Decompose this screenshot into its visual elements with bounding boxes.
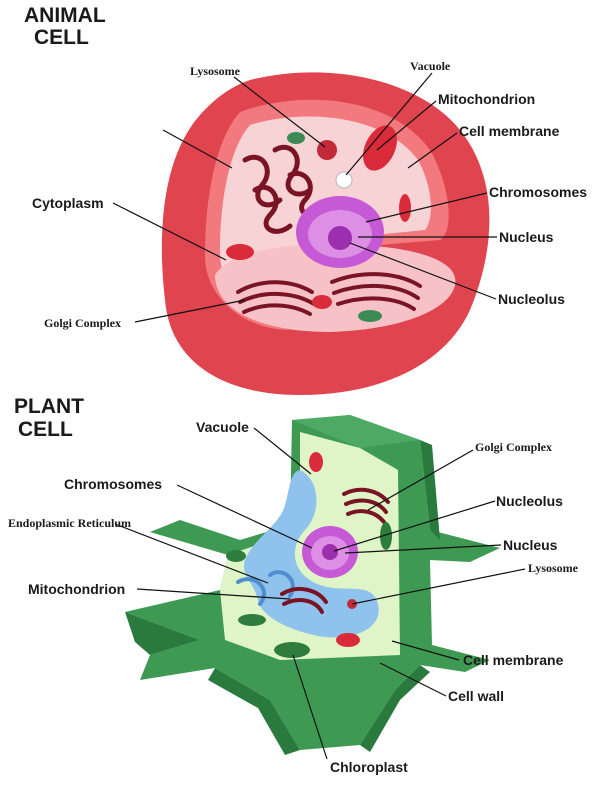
plant-red-organelle-1 [336,633,360,647]
animal-label-golgi-complex: Golgi Complex [44,316,121,330]
animal-cell-illustration [161,72,490,395]
plant-chloroplast-1 [274,642,310,658]
animal-label-mitochondrion: Mitochondrion [438,91,535,107]
plant-label-nucleus: Nucleus [503,537,558,553]
plant-label-chromosomes: Chromosomes [64,476,162,492]
plant-chloroplast-4 [226,550,246,562]
plant-chloroplast-2 [238,614,266,626]
animal-label-nucleolus: Nucleolus [498,291,565,307]
plant-nucleolus [322,544,338,560]
plant-cell-section: PLANT CELL [8,395,579,775]
animal-mitochondrion-2 [399,194,411,222]
plant-golgi-complex [342,487,390,524]
animal-green-organelle-2 [358,310,382,322]
plant-label-endoplasmic-reticulum: Endoplasmic Reticulum [8,516,131,530]
animal-cell-floor [215,243,456,332]
plant-label-golgi-complex: Golgi Complex [475,440,552,454]
plant-vacuole [243,470,379,638]
animal-label-cell-membrane: Cell membrane [459,123,560,139]
animal-label-cytoplasm: Cytoplasm [32,195,104,211]
plant-title-line1: PLANT [14,395,84,418]
animal-label-nucleus: Nucleus [499,229,554,245]
plant-chloroplast-3 [380,522,392,550]
animal-green-organelle-1 [287,132,305,144]
plant-label-vacuole: Vacuole [196,419,249,435]
plant-cell-wall-edges [125,440,440,755]
plant-endoplasmic-reticulum [236,570,295,606]
animal-mitochondrion-3 [226,244,254,260]
plant-label-chloroplast: Chloroplast [330,759,408,775]
animal-red-organelle [312,295,332,309]
animal-nucleolus [328,226,352,250]
plant-label-mitochondrion: Mitochondrion [28,581,125,597]
animal-golgi-complex [236,272,422,316]
plant-label-cell-wall: Cell wall [448,688,504,704]
plant-label-nucleolus: Nucleolus [496,493,563,509]
animal-leader-lines [112,72,497,323]
plant-label-lysosome: Lysosome [528,561,579,575]
plant-title-line2: CELL [18,418,73,441]
animal-title-line2: CELL [34,26,89,49]
animal-title-line1: ANIMAL [24,4,106,27]
plant-leader-lines [114,427,526,760]
plant-cell-illustration [125,415,500,755]
plant-label-cell-membrane: Cell membrane [463,652,564,668]
plant-red-organelle-2 [309,452,323,472]
animal-label-chromosomes: Chromosomes [489,184,587,200]
plant-cell-wall-lid [292,415,420,448]
animal-label-lysosome: Lysosome [190,64,241,78]
animal-cell-section: ANIMAL CELL [24,4,587,395]
animal-vacuole [335,171,353,189]
animal-label-vacuole: Vacuole [410,59,451,73]
plant-mitochondrion [280,586,328,614]
